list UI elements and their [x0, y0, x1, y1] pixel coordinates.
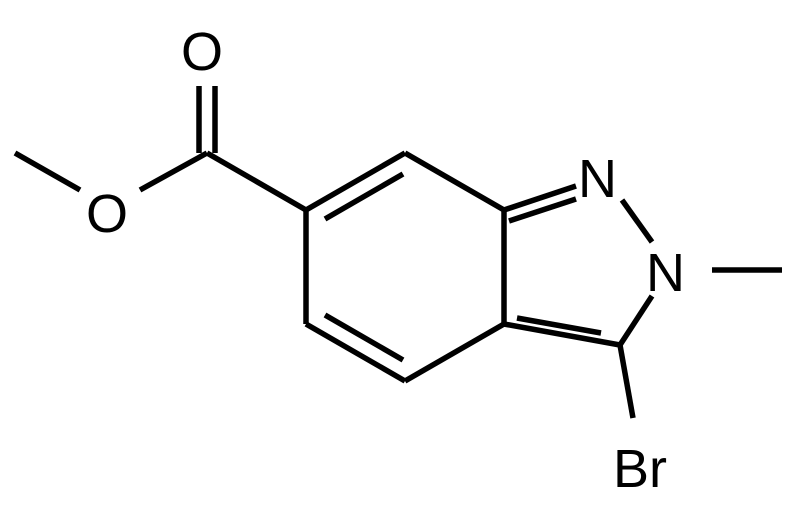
- bond-ester-oxygen-carbonyl-carbon: [138, 150, 209, 193]
- bond-c7a-n1: [503, 183, 577, 213]
- bond-c3-c3a: [503, 321, 621, 348]
- bond-ring-c4-c5: [304, 321, 407, 384]
- ester-oxygen-label: O: [86, 184, 128, 244]
- bond-n1-n2: [619, 198, 655, 244]
- bond-ring-c7-c7a: [403, 150, 506, 213]
- bond-ring-c6-c7-inner: [323, 171, 405, 222]
- bond-n2-c3: [617, 294, 655, 347]
- bond-carbonyl-to-ring: [205, 150, 308, 213]
- nitrogen-2-label: N: [646, 243, 685, 303]
- bonds: [13, 86, 782, 419]
- bond-c7a-n1-inner: [508, 196, 577, 224]
- nitrogen-1-label: N: [578, 149, 617, 209]
- bond-c3-bromine: [617, 344, 636, 419]
- bond-ring-c4-c5-inner: [323, 312, 405, 363]
- bond-ring-c6-c7: [304, 150, 407, 213]
- bond-ring-c3a-c4: [403, 321, 506, 384]
- bond-c3-c3a-inner: [516, 315, 602, 336]
- bond-methyl-ester-oxygen: [13, 150, 82, 193]
- atom-labels: O O N N Br: [86, 22, 685, 499]
- carbonyl-oxygen-label: O: [181, 22, 223, 82]
- bromine-label: Br: [613, 439, 667, 499]
